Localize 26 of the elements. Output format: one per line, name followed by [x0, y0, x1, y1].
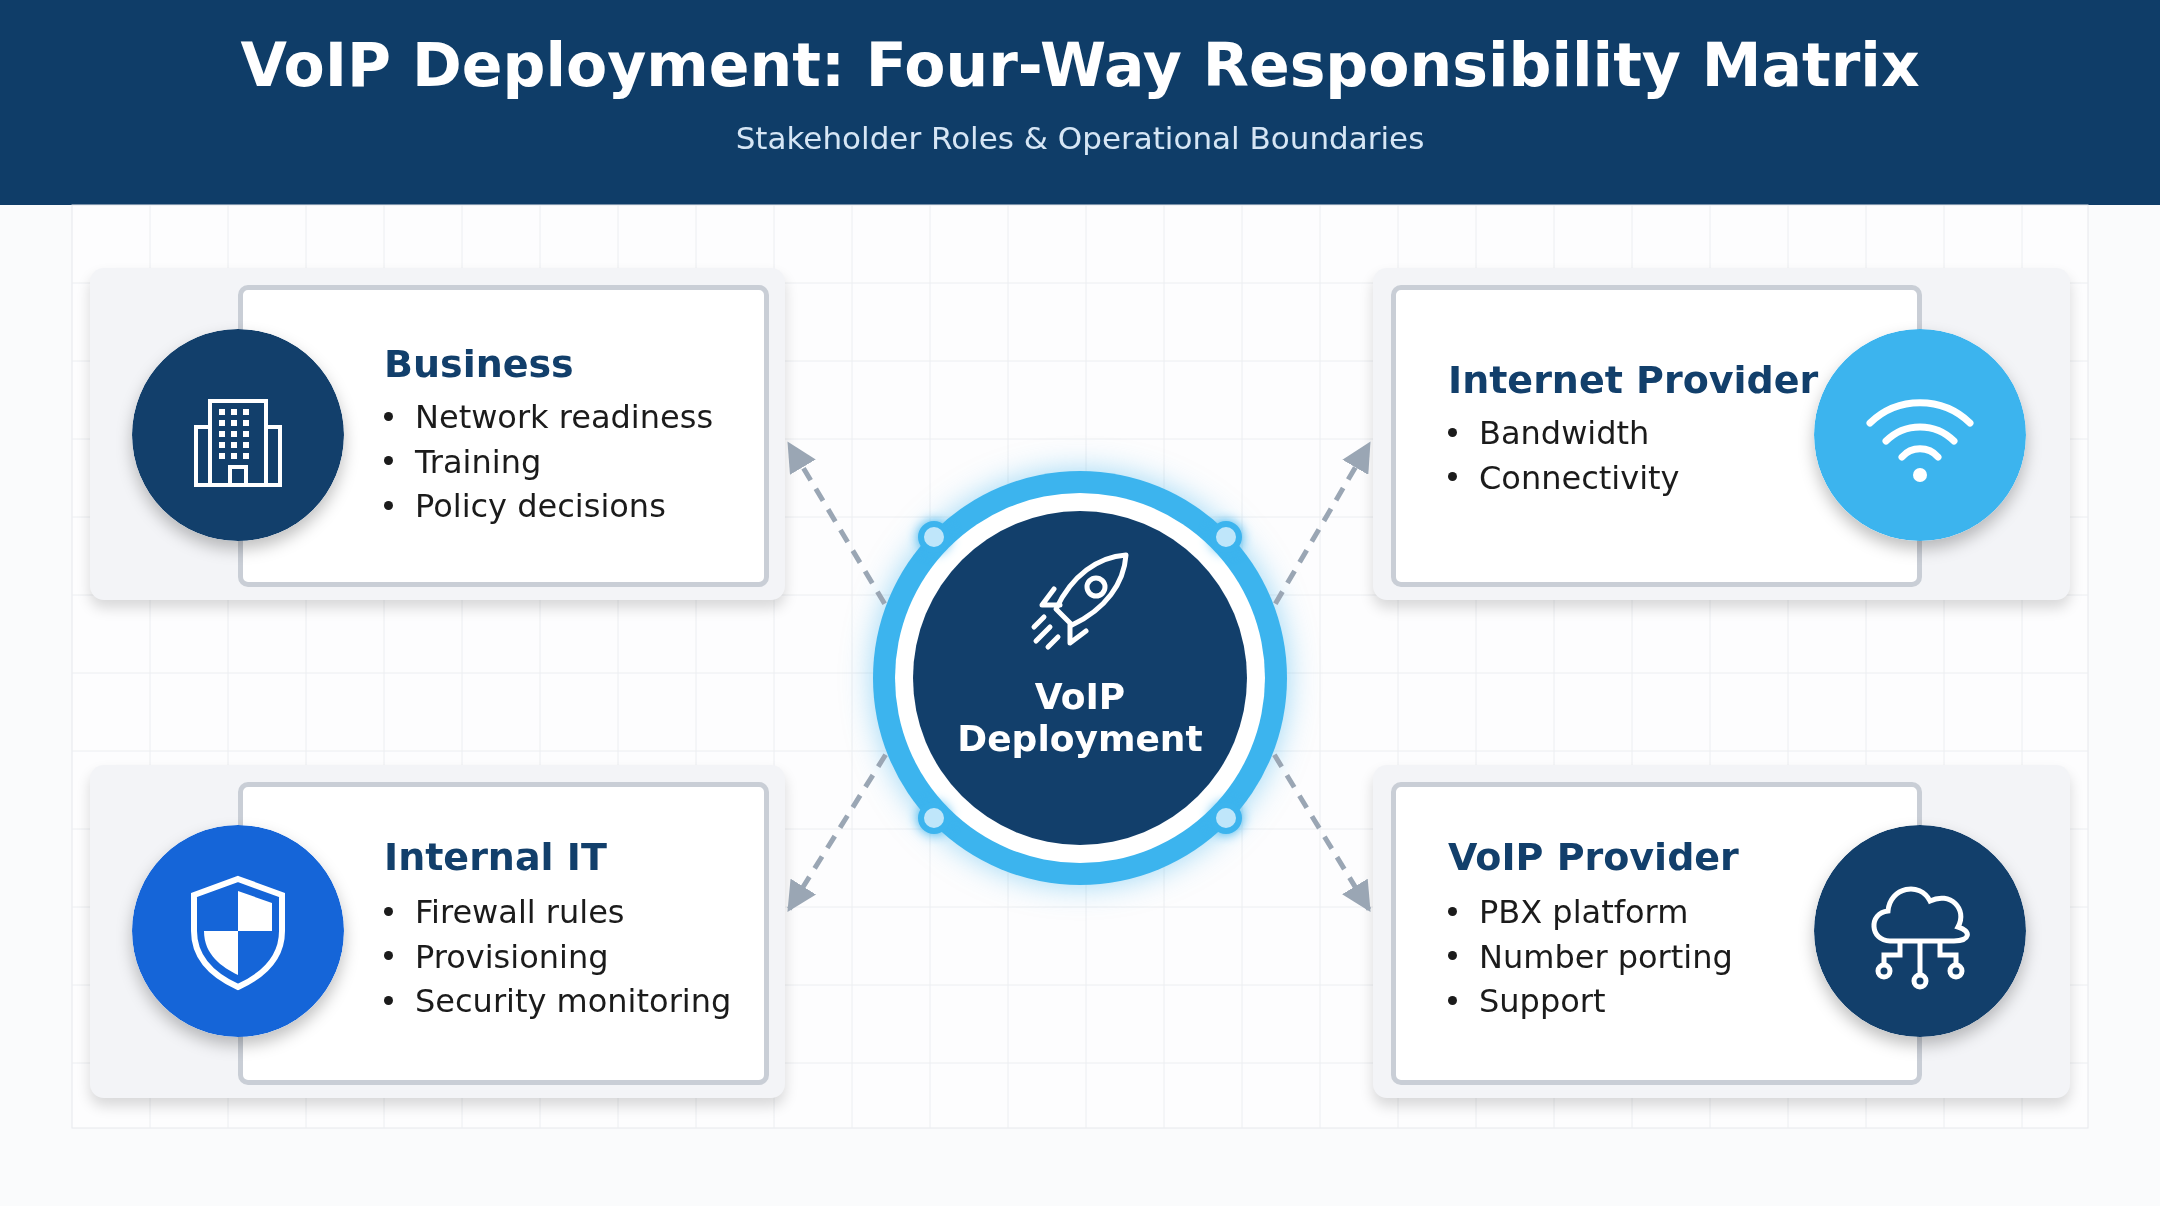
- card-heading: Internal IT: [384, 835, 607, 879]
- dashed-arrow: [1272, 753, 1372, 913]
- card-heading: VoIP Provider: [1448, 835, 1739, 879]
- bullet-item: Firewall rules: [384, 893, 625, 931]
- stakeholder-card: [90, 765, 785, 1098]
- stakeholder-card: [1373, 765, 2070, 1098]
- bullet-item: Security monitoring: [384, 982, 732, 1020]
- bullet-item: Training: [384, 442, 542, 481]
- bullet-item: Policy decisions: [384, 487, 666, 525]
- dashed-arrow: [786, 441, 887, 606]
- card-heading: Internet Provider: [1448, 358, 1819, 402]
- bullet-item: Connectivity: [1448, 458, 1680, 497]
- bullet-item: Network readiness: [384, 398, 714, 436]
- stakeholder-card: [90, 268, 785, 600]
- card-heading: Business: [384, 342, 574, 386]
- bullet-item: Provisioning: [384, 937, 609, 976]
- bullet-item: Support: [1448, 982, 1606, 1020]
- subtitle: Stakeholder Roles & Operational Boundaries: [734, 120, 1426, 156]
- stakeholder-card: [1373, 268, 2070, 600]
- dashed-arrow: [786, 753, 888, 913]
- hub-label: VoIP Deployment: [956, 676, 1204, 760]
- bullet-item: PBX platform: [1448, 893, 1689, 931]
- bullet-item: Number porting: [1448, 937, 1733, 976]
- title: VoIP Deployment: Four-Way Responsibility Matrix: [239, 30, 1921, 100]
- bullet-item: Bandwidth: [1448, 414, 1650, 452]
- dashed-arrow: [1273, 441, 1372, 605]
